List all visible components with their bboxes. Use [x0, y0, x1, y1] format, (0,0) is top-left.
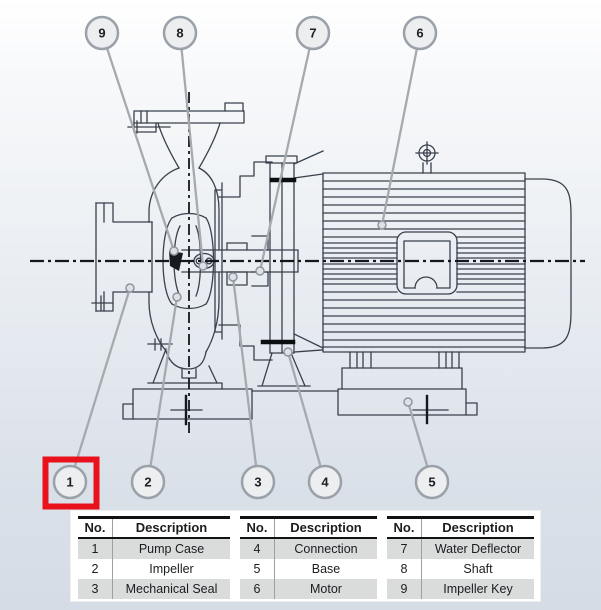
part-no: 3: [78, 579, 113, 599]
leader-dot-1: [125, 283, 135, 293]
table-row: 3 Mechanical Seal: [78, 579, 230, 599]
no-header: No.: [240, 516, 275, 539]
leader-line-8: [178, 31, 205, 268]
description-header: Description: [274, 516, 377, 539]
leader-dots: [125, 220, 413, 407]
balloon-1[interactable]: 1: [52, 464, 88, 500]
parts-table-group-3: No. Description 7 Water Deflector 8 Shaf…: [387, 516, 534, 599]
leader-dot-5: [403, 397, 413, 407]
balloon-4: 4: [307, 464, 343, 500]
table-row: 9 Impeller Key: [387, 579, 534, 599]
part-description: Shaft: [463, 562, 493, 576]
balloon-9: 9: [84, 15, 120, 51]
highlight-box: [42, 456, 100, 510]
part-no: 5: [240, 559, 275, 579]
suction-flange: [91, 202, 153, 312]
part-description: Pump Case: [112, 538, 230, 559]
part-description: Impeller Key: [421, 579, 534, 599]
description-header: Description: [421, 516, 534, 539]
leader-dot-7: [255, 266, 265, 276]
leader-dot-6: [377, 220, 387, 230]
motor: [322, 141, 572, 390]
leader-dot-3: [228, 272, 238, 282]
balloon-6: 6: [402, 15, 438, 51]
table-row: 5 Base: [240, 559, 377, 579]
part-description: Mechanical Seal: [112, 579, 230, 599]
svg-text:9: 9: [98, 26, 105, 41]
motor-fins: [322, 180, 526, 348]
part-no: 6: [240, 579, 275, 599]
balloon-5: 5: [414, 464, 450, 500]
leader-dot-8: [198, 261, 208, 271]
no-header: No.: [78, 516, 113, 539]
leader-dot-2: [172, 292, 182, 302]
part-no: 1: [78, 538, 113, 559]
parts-table-group-1: No. Description 1 Pump Case 2 Impeller 3…: [78, 516, 230, 599]
svg-text:5: 5: [428, 475, 435, 490]
leader-line-1: [68, 286, 132, 484]
balloon-2: 2: [130, 464, 166, 500]
part-description: Impeller: [149, 562, 194, 576]
balloon-8: 8: [162, 15, 198, 51]
part-description: Water Deflector: [421, 538, 534, 559]
description-header: Description: [112, 516, 230, 539]
leader-line-3: [231, 275, 260, 484]
part-description: Motor: [274, 579, 377, 599]
pump-base: [122, 388, 253, 426]
pump-casing: [147, 122, 223, 390]
part-no: 9: [387, 579, 422, 599]
svg-text:2: 2: [144, 475, 151, 490]
leader-dot-4: [283, 347, 293, 357]
table-row: 6 Motor: [240, 579, 377, 599]
motor-base: [337, 388, 478, 425]
table-row: 8 Shaft: [387, 559, 534, 579]
parts-table-group-2: No. Description 4 Connection 5 Base 6 Mo…: [240, 516, 377, 599]
svg-text:7: 7: [309, 26, 316, 41]
part-no: 7: [387, 538, 422, 559]
balloon-3: 3: [240, 464, 276, 500]
leader-line-4: [286, 350, 327, 484]
no-header: No.: [387, 516, 422, 539]
balloon-7: 7: [295, 15, 331, 51]
discharge-flange: [127, 102, 245, 134]
part-description: Base: [311, 562, 341, 576]
svg-text:8: 8: [176, 26, 183, 41]
svg-text:6: 6: [416, 26, 423, 41]
motor-feet: [341, 351, 463, 390]
leader-line-6: [380, 31, 422, 227]
svg-text:4: 4: [321, 475, 329, 490]
parts-table: No. Description 1 Pump Case 2 Impeller 3…: [78, 516, 534, 599]
leader-dot-9: [169, 246, 179, 256]
part-no: 2: [78, 559, 113, 579]
part-no: 4: [240, 538, 275, 559]
part-description: Connection: [274, 538, 377, 559]
leader-lines: [68, 31, 434, 484]
terminal-box: [396, 231, 458, 295]
table-row: 2 Impeller: [78, 559, 230, 579]
leader-line-2: [146, 295, 179, 484]
part-no: 8: [387, 559, 422, 579]
svg-text:3: 3: [254, 475, 261, 490]
motor-end-cap: [524, 178, 572, 349]
leader-line-9: [100, 31, 176, 253]
table-row: 1 Pump Case: [78, 538, 230, 559]
svg-text:1: 1: [66, 475, 73, 490]
table-row: 7 Water Deflector: [387, 538, 534, 559]
leader-line-7: [258, 31, 315, 273]
eye-bolt-icon: [415, 141, 439, 174]
table-row: 4 Connection: [240, 538, 377, 559]
